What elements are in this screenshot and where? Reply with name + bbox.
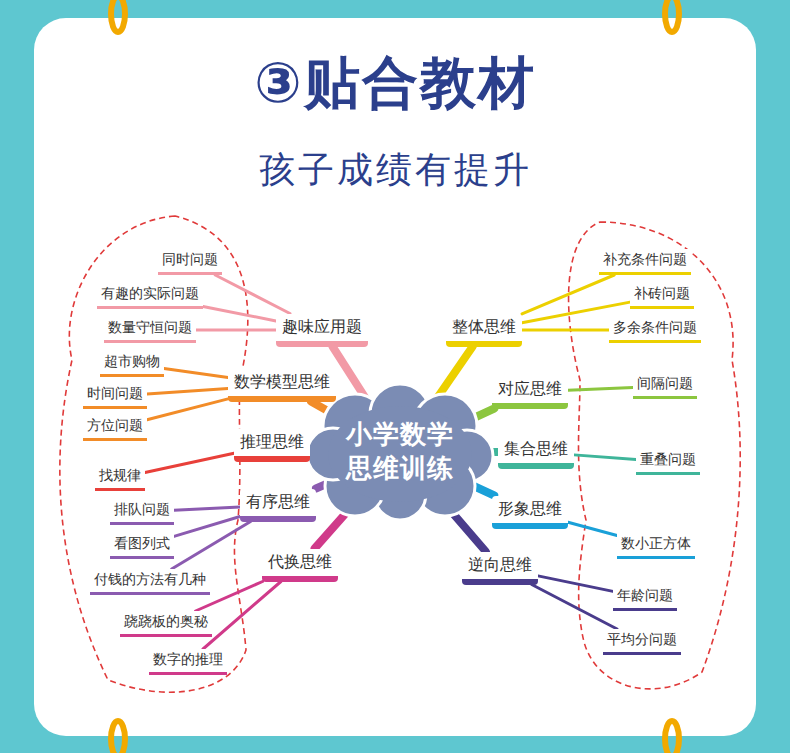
node-text: 间隔问题 bbox=[637, 375, 693, 393]
node-text: 集合思维 bbox=[504, 439, 568, 460]
dashed-outline-right bbox=[569, 222, 741, 689]
leaf-topic: 数量守恒问题 bbox=[104, 317, 196, 343]
branch-label: 形象思维 bbox=[492, 496, 568, 529]
subtitle: 孩子成绩有提升 bbox=[0, 146, 790, 195]
branch-connector bbox=[532, 585, 617, 630]
leaf-topic: 同时问题 bbox=[158, 249, 222, 275]
leaf-topic: 间隔问题 bbox=[633, 373, 697, 399]
cloud-shape bbox=[305, 384, 495, 520]
node-text: 数学模型思维 bbox=[234, 372, 330, 393]
node-text: 形象思维 bbox=[498, 499, 562, 520]
node-text: 趣味应用题 bbox=[282, 317, 362, 338]
node-text: 付钱的方法有几种 bbox=[94, 571, 206, 589]
node-text: 补砖问题 bbox=[634, 285, 690, 303]
node-text: 对应思维 bbox=[498, 379, 562, 400]
branch-connector bbox=[333, 347, 365, 398]
leaf-topic: 时间问题 bbox=[83, 383, 147, 409]
leaf-topic: 重叠问题 bbox=[636, 449, 700, 475]
branch-connector bbox=[522, 329, 609, 332]
node-text: 数量守恒问题 bbox=[108, 319, 192, 337]
branch-connector bbox=[438, 347, 473, 398]
node-text: 看图列式 bbox=[114, 535, 170, 553]
white-panel bbox=[34, 18, 756, 736]
leaf-topic: 补充条件问题 bbox=[599, 249, 691, 275]
branch-label: 有序思维 bbox=[240, 489, 316, 522]
leaf-topic: 排队问题 bbox=[110, 499, 174, 525]
leaf-topic: 方位问题 bbox=[83, 415, 147, 441]
node-text: 超市购物 bbox=[104, 353, 160, 371]
branch-label: 对应思维 bbox=[492, 376, 568, 409]
leaf-topic: 付钱的方法有几种 bbox=[90, 569, 210, 595]
node-text: 小学数学思维训练 bbox=[345, 418, 454, 486]
branch-connector bbox=[172, 522, 251, 570]
node-text: 整体思维 bbox=[452, 317, 516, 338]
node-text: 推理思维 bbox=[240, 432, 304, 453]
branch-connector bbox=[174, 507, 240, 510]
leaf-topic: 超市购物 bbox=[100, 351, 164, 377]
leaf-topic: 多余条件问题 bbox=[609, 317, 701, 343]
node-text: 数字的推理 bbox=[153, 651, 223, 669]
leaf-topic: 补砖问题 bbox=[630, 283, 694, 309]
branch-connector bbox=[538, 576, 613, 592]
branch-connector bbox=[568, 522, 617, 535]
node-text: 找规律 bbox=[99, 467, 141, 485]
node-text: 重叠问题 bbox=[640, 451, 696, 469]
leaf-topic: 跷跷板的奥秘 bbox=[120, 611, 212, 637]
leaf-topic: 有趣的实际问题 bbox=[97, 283, 203, 309]
title: ③贴合教材 bbox=[0, 46, 790, 122]
branch-connector bbox=[147, 399, 228, 420]
node-text: 年龄问题 bbox=[617, 587, 673, 605]
branch-connector bbox=[203, 582, 281, 650]
node-text: 有序思维 bbox=[246, 492, 310, 513]
branch-connector bbox=[203, 306, 276, 320]
branch-connector bbox=[145, 453, 234, 472]
node-text: 平均分问题 bbox=[607, 631, 677, 649]
branch-label: 整体思维 bbox=[446, 314, 522, 347]
node-text: 时间问题 bbox=[87, 385, 143, 403]
branch-label: 代换思维 bbox=[262, 549, 338, 582]
node-text: 排队问题 bbox=[114, 501, 170, 519]
node-text: 方位问题 bbox=[87, 417, 143, 435]
branch-label: 趣味应用题 bbox=[276, 314, 368, 347]
node-text: 数小正方体 bbox=[621, 535, 691, 553]
branch-label: 数学模型思维 bbox=[228, 369, 336, 402]
node-text: 多余条件问题 bbox=[613, 319, 697, 337]
node-text: 有趣的实际问题 bbox=[101, 285, 199, 303]
leaf-topic: 数字的推理 bbox=[149, 649, 227, 675]
branch-label: 集合思维 bbox=[498, 436, 574, 469]
branch-connector bbox=[568, 387, 633, 390]
branch-connector bbox=[164, 368, 228, 377]
branch-connector bbox=[215, 275, 290, 314]
leaf-topic: 找规律 bbox=[95, 465, 145, 491]
branch-label: 逆向思维 bbox=[462, 552, 538, 585]
branch-connector bbox=[574, 455, 636, 460]
leaf-topic: 年龄问题 bbox=[613, 585, 677, 611]
branch-connector bbox=[147, 389, 228, 394]
node-text: 逆向思维 bbox=[468, 555, 532, 576]
leaf-topic: 看图列式 bbox=[110, 533, 174, 559]
leaf-topic: 平均分问题 bbox=[603, 629, 681, 655]
central-cloud: 小学数学思维训练 bbox=[305, 384, 495, 520]
dashed-outline-left bbox=[60, 216, 248, 692]
node-text: 同时问题 bbox=[162, 251, 218, 269]
leaf-topic: 数小正方体 bbox=[617, 533, 695, 559]
node-text: 跷跷板的奥秘 bbox=[124, 613, 208, 631]
branch-connector bbox=[196, 329, 276, 332]
branch-label: 推理思维 bbox=[234, 429, 310, 462]
node-text: 补充条件问题 bbox=[603, 251, 687, 269]
node-text: 代换思维 bbox=[268, 552, 332, 573]
